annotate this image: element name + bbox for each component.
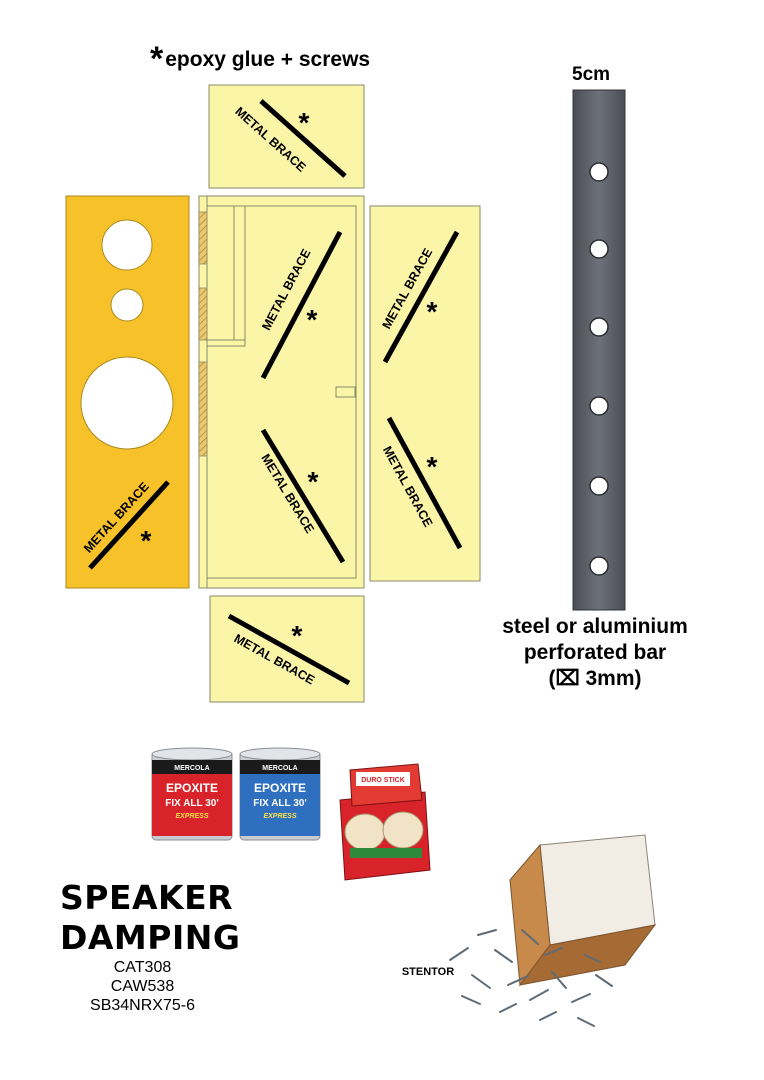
side-panel-left: METAL BRACE * METAL BRACE * [198, 195, 365, 589]
brace-line [260, 230, 343, 380]
epoxy-tin-red: MERCOLA EPOXITE FIX ALL 30' EXPRESS [151, 747, 233, 841]
title-line: DAMPING [60, 918, 241, 957]
speaker-damping-title: SPEAKER DAMPING [60, 878, 240, 958]
bar-hole [589, 476, 609, 496]
asterisk-icon: * [427, 451, 438, 482]
asterisk-icon: * [150, 40, 164, 78]
model-item: CAW538 [110, 978, 175, 995]
bar-caption-line: (⌧ 3mm) [548, 667, 642, 690]
screws-box: STENTOR [402, 834, 657, 1027]
svg-text:FIX ALL 30': FIX ALL 30' [253, 798, 307, 809]
bar-hole [589, 162, 609, 182]
duro-stick-box: DURO STICK [339, 763, 431, 881]
bar-caption-line: steel or aluminium [502, 615, 688, 638]
asterisk-icon: * [299, 107, 310, 138]
hatched-block [198, 287, 208, 341]
brace-line [382, 230, 460, 364]
svg-text:EXPRESS: EXPRESS [175, 813, 208, 820]
title-line: SPEAKER [60, 878, 234, 917]
model-item: SB34NRX75-6 [90, 997, 195, 1014]
top-panel: METAL BRACE * [208, 84, 365, 189]
brace-line [259, 99, 347, 178]
screws-pile [449, 929, 613, 1027]
hatched-block [198, 361, 208, 457]
brace-line [260, 428, 346, 564]
bar-hole [589, 317, 609, 337]
brace-line [227, 613, 351, 686]
brace-line [88, 480, 170, 570]
woofer-hole [80, 356, 174, 450]
svg-text:EPOXITE: EPOXITE [166, 781, 218, 795]
svg-text:STENTOR: STENTOR [402, 966, 454, 978]
bar-hole [589, 556, 609, 576]
svg-text:EPOXITE: EPOXITE [254, 781, 306, 795]
model-list: CAT308 CAW538 SB34NRX75-6 [70, 958, 215, 1015]
svg-text:DURO STICK: DURO STICK [361, 777, 405, 784]
bar-hole [589, 239, 609, 259]
port-hole [110, 288, 144, 322]
bar-caption: steel or aluminium perforated bar (⌧ 3mm… [470, 614, 720, 692]
glue-screws-text: epoxy glue + screws [165, 48, 371, 71]
asterisk-icon: * [307, 304, 318, 335]
epoxy-tin-blue: MERCOLA EPOXITE FIX ALL 30' EXPRESS [239, 747, 321, 841]
svg-text:EXPRESS: EXPRESS [263, 813, 296, 820]
svg-text:MERCOLA: MERCOLA [174, 765, 209, 772]
model-item: CAT308 [113, 959, 172, 976]
tweeter-hole [101, 219, 153, 271]
svg-text:FIX ALL 30': FIX ALL 30' [165, 798, 219, 809]
bar-width-label: 5cm [572, 64, 611, 85]
svg-text:MERCOLA: MERCOLA [262, 765, 297, 772]
hatched-block [198, 211, 208, 265]
perforated-bar [572, 89, 626, 611]
bar-caption-line: perforated bar [523, 641, 667, 664]
asterisk-icon: * [141, 525, 152, 556]
bar-hole [589, 396, 609, 416]
bottom-panel: METAL BRACE * [209, 595, 365, 703]
asterisk-icon: * [427, 296, 438, 327]
front-baffle-panel: METAL BRACE * [65, 195, 190, 589]
glue-screws-note: *epoxy glue + screws [150, 40, 370, 79]
asterisk-icon: * [292, 620, 303, 651]
side-panel-right: METAL BRACE * METAL BRACE * [369, 205, 481, 582]
asterisk-icon: * [308, 466, 319, 497]
brace-line [386, 416, 463, 550]
